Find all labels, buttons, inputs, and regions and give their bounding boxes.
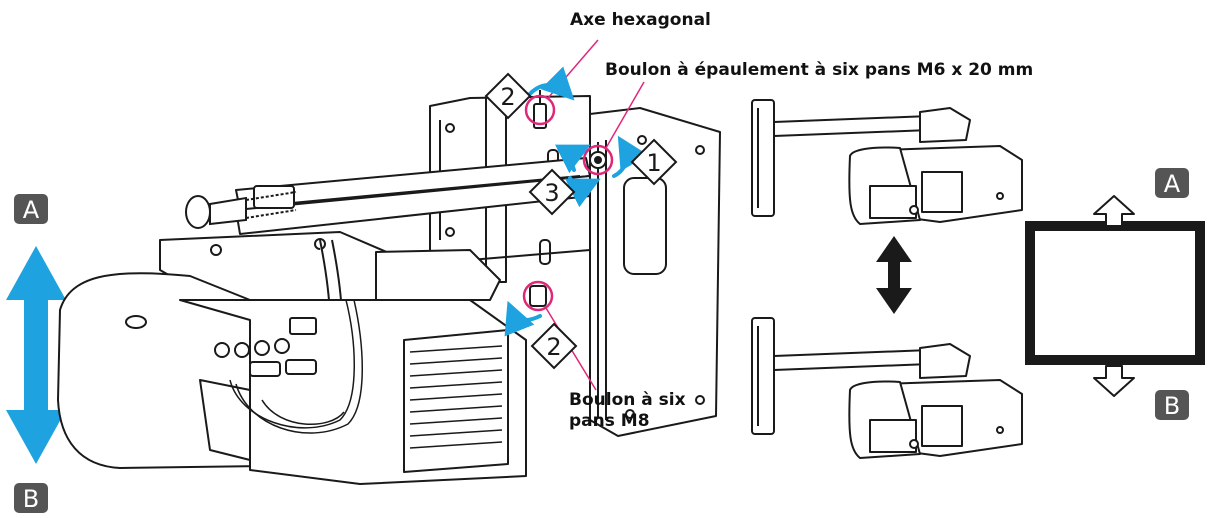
step-marker-2-bottom: 2 (530, 322, 578, 370)
rotate-arrow-step3 (554, 144, 601, 208)
letter-box-left-top: A (14, 194, 48, 224)
label-hex-axis: Axe hexagonal (570, 10, 711, 30)
vertical-adjust-arrow (6, 246, 66, 464)
step-number-1: 1 (646, 149, 661, 177)
cable-bundle (229, 299, 363, 434)
letter-right-bottom: B (1164, 392, 1180, 420)
projector-top-small-icon (751, 99, 1023, 225)
shoulder-bolt-part (589, 151, 607, 169)
step-marker-1: 1 (630, 138, 678, 186)
label-hex-bolt: Boulon à six pans M8 (569, 390, 719, 433)
letter-left-top: A (23, 196, 40, 224)
step-number-2-bottom: 2 (546, 333, 561, 361)
step-number-2-top: 2 (500, 83, 515, 111)
extension-arm (235, 157, 591, 235)
rotate-arrow-top (526, 66, 575, 101)
label-shoulder-bolt: Boulon à épaulement à six pans M6 x 20 m… (605, 60, 1034, 80)
label-hex-bolt-line2: pans M8 (569, 411, 650, 432)
rotate-arrow-bottom (504, 300, 542, 337)
rotate-arrow-step1 (612, 135, 649, 178)
hex-axis-part (533, 90, 547, 129)
leader-shoulder-bolt (605, 81, 645, 149)
letter-box-right-bottom: B (1155, 390, 1189, 420)
step-number-3: 3 (544, 179, 559, 207)
screen-icon (1025, 221, 1205, 365)
step-marker-3: 3 (528, 168, 576, 216)
projector-bottom-small-icon (751, 317, 1023, 459)
move-up-down-arrow (876, 236, 912, 314)
adjust-knob-upper (185, 191, 297, 229)
callout-hex-bolt (522, 280, 554, 312)
hex-bolt-part (529, 285, 547, 307)
step-marker-2-top: 2 (484, 72, 532, 120)
letter-box-left-bottom: B (14, 483, 48, 513)
letter-left-bottom: B (23, 485, 39, 513)
screen-down-arrow (1093, 365, 1135, 397)
letter-box-right-top: A (1155, 168, 1189, 198)
projector-icon (57, 249, 527, 485)
label-hex-bolt-line1: Boulon à six (569, 390, 686, 410)
screen-up-arrow (1093, 195, 1135, 227)
letter-right-top: A (1164, 170, 1181, 198)
callout-hex-axis (524, 94, 556, 126)
leader-hex-axis (547, 39, 599, 99)
